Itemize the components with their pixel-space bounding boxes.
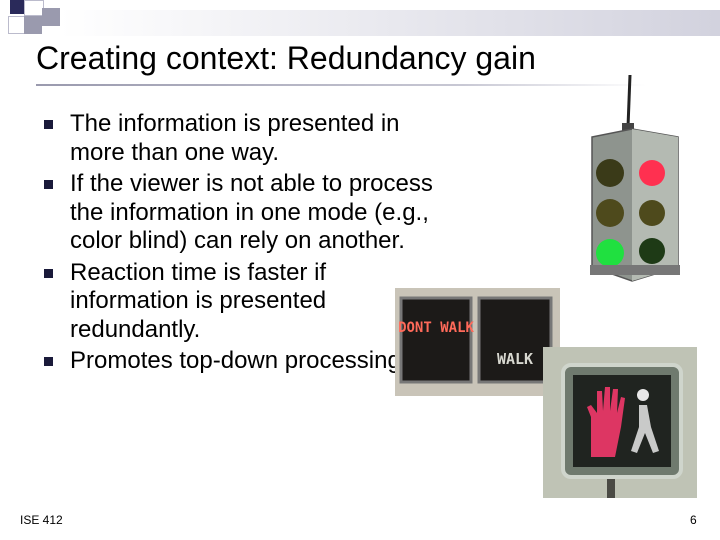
decor-square-3: [42, 8, 60, 26]
slide-title: Creating context: Redundancy gain: [36, 40, 536, 76]
bullet-square-icon: [44, 357, 53, 366]
bullet-item: The information is presented in more tha…: [44, 110, 444, 167]
bullet-list: The information is presented in more tha…: [44, 110, 444, 376]
walk-signs-image: DONT WALK WALK: [395, 288, 560, 396]
page-number: 6: [690, 513, 697, 527]
decor-square-2: [24, 0, 44, 16]
traffic-light-image: [590, 75, 680, 282]
bullet-square-icon: [44, 268, 53, 278]
bullet-item: Promotes top-down processing.: [44, 347, 444, 376]
pedestrian-signal-image: [543, 347, 697, 498]
bullet-item: Reaction time is faster if information i…: [44, 259, 444, 345]
bullet-text: The information is presented in more tha…: [70, 110, 400, 166]
title-rule: [36, 84, 646, 86]
bullet-square-icon: [44, 180, 53, 189]
footer-course: ISE 412: [20, 513, 63, 527]
bullet-text: Reaction time is faster if information i…: [70, 258, 327, 343]
bullet-text: Promotes top-down processing.: [70, 347, 408, 374]
bullet-item: If the viewer is not able to process the…: [44, 170, 444, 256]
dont-walk-text: DONT WALK: [398, 320, 474, 336]
bullet-text: If the viewer is not able to process the…: [70, 170, 433, 254]
decor-square-1: [10, 0, 24, 14]
bullet-square-icon: [44, 120, 53, 129]
title-bar-gradient: [60, 10, 720, 36]
walk-text: WALK: [497, 350, 533, 368]
decor-square-5: [24, 16, 42, 34]
